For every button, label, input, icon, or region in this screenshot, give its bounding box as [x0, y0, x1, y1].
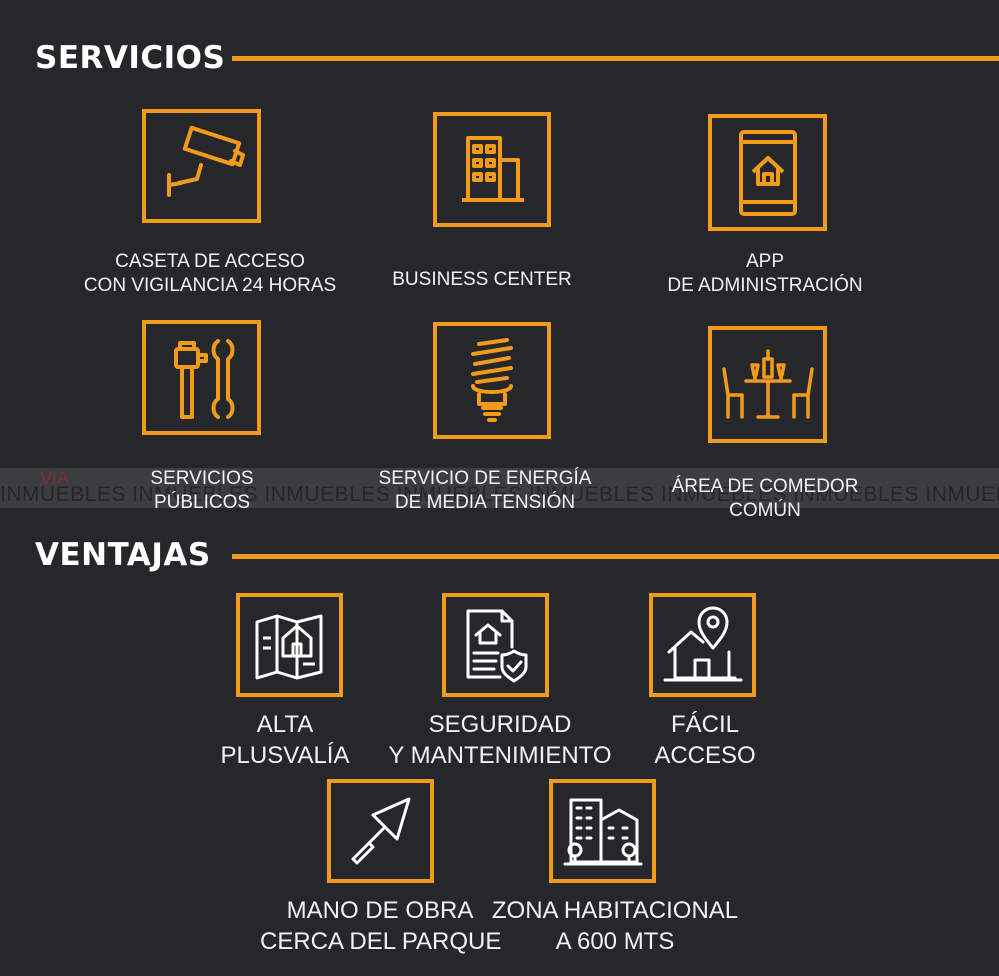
dining-table-icon: [708, 326, 827, 443]
city-map-icon: [236, 593, 343, 697]
servicio-label-2: BUSINESS CENTER: [392, 269, 572, 290]
servicios-rule: [232, 56, 999, 61]
light-bulb-icon: [433, 322, 551, 439]
watermark-logo: VIA: [40, 468, 70, 488]
ventajas-title: VENTAJAS: [35, 537, 211, 573]
watermark-text: INMUEBLES INMUEBLES INMUEBLES INMUEBLES …: [0, 483, 999, 506]
trowel-icon: [327, 779, 434, 883]
document-shield-icon: [442, 593, 549, 697]
security-camera-icon: [142, 109, 261, 223]
house-location-icon: [649, 593, 756, 697]
residential-buildings-icon: [549, 779, 656, 883]
tablet-home-icon: [708, 114, 827, 231]
tools-icon: [142, 320, 261, 435]
servicios-title: SERVICIOS: [35, 40, 226, 76]
office-building-icon: [433, 112, 551, 227]
watermark-band: INMUEBLES INMUEBLES INMUEBLES INMUEBLES …: [0, 468, 999, 508]
ventajas-rule: [232, 554, 999, 559]
